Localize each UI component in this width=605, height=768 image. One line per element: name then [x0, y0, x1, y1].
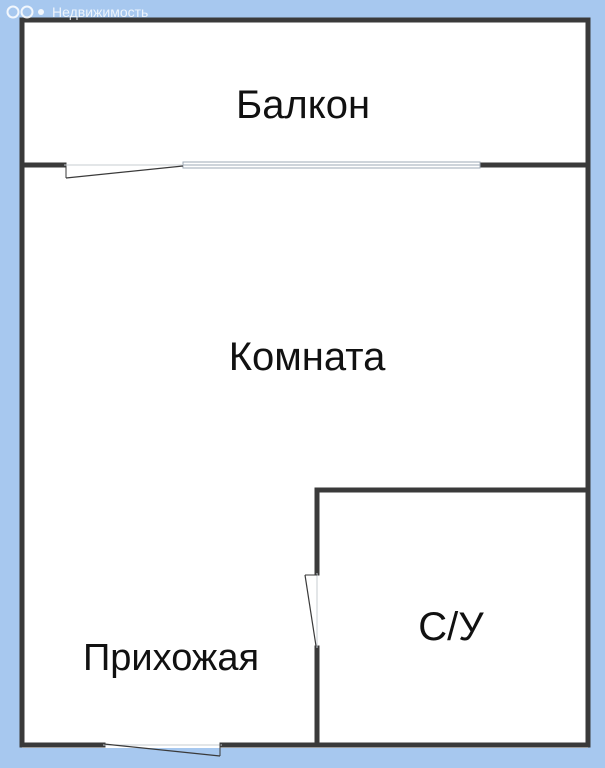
balcony-window — [182, 161, 481, 169]
bathroom-door — [304, 573, 318, 648]
entrance-door — [103, 743, 222, 757]
hallway-label: Прихожая — [83, 637, 259, 679]
outer-walls — [19, 17, 591, 748]
watermark-text: Недвижимость — [52, 4, 149, 20]
bathroom-label: С/У — [418, 605, 484, 649]
floor-area — [22, 20, 588, 748]
balcony-label: Балкон — [236, 83, 370, 127]
room-label: Комната — [229, 335, 386, 379]
bathroom-walls — [314, 487, 591, 748]
watermark: Недвижимость — [6, 4, 148, 20]
balcony-door — [64, 164, 184, 179]
watermark-logo-icon — [6, 5, 44, 19]
